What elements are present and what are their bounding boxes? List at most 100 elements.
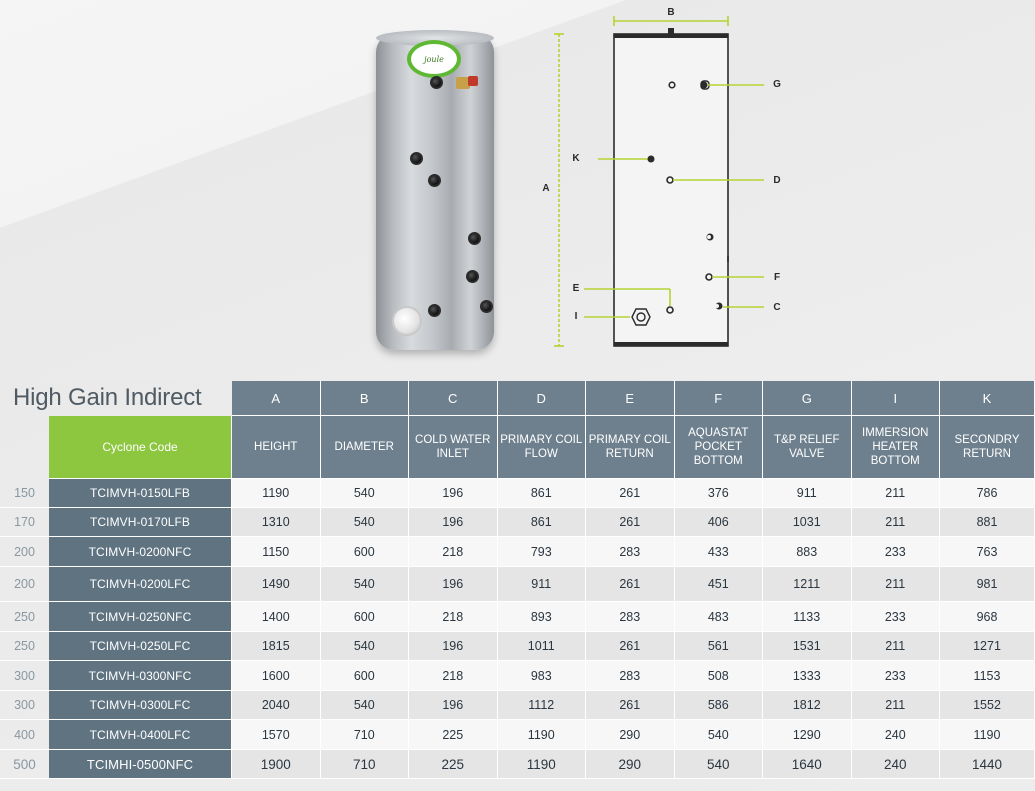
cell-a: 1190	[232, 479, 321, 508]
diagram-label-e: E	[572, 283, 580, 294]
row-cyclone-code: TCIMVH-0200LFC	[49, 567, 232, 602]
cell-b: 540	[320, 632, 409, 661]
cell-c: 225	[409, 720, 498, 750]
cylinder-top	[376, 30, 494, 46]
cell-c: 218	[409, 602, 498, 632]
cell-a: 2040	[232, 691, 321, 720]
cell-c: 196	[409, 508, 498, 537]
cell-a: 1900	[232, 750, 321, 779]
cell-f: 540	[674, 750, 763, 779]
cylinder-product-image: joule	[372, 28, 498, 354]
cell-d: 1190	[497, 720, 586, 750]
cell-i: 240	[851, 750, 940, 779]
fitting-aquastat-lower	[466, 270, 479, 283]
cell-k: 763	[940, 537, 1035, 567]
cell-k: 968	[940, 602, 1035, 632]
cell-d: 1011	[497, 632, 586, 661]
cell-e: 261	[586, 691, 675, 720]
dimension-diagram: B A G K D F E C I	[530, 0, 810, 360]
cell-f: 508	[674, 661, 763, 691]
cell-d: 1190	[497, 750, 586, 779]
row-size-label: 200	[0, 537, 49, 567]
cell-e: 261	[586, 632, 675, 661]
fitting-cold-inlet	[480, 300, 493, 313]
background-band	[0, 0, 1035, 380]
cell-i: 211	[851, 479, 940, 508]
cell-f: 483	[674, 602, 763, 632]
column-description-a: HEIGHT	[232, 416, 321, 479]
column-description-b: DIAMETER	[320, 416, 409, 479]
row-cyclone-code: TCIMVH-0250NFC	[49, 602, 232, 632]
diagram-label-k: K	[572, 153, 580, 164]
cell-g: 883	[763, 537, 852, 567]
cell-g: 1211	[763, 567, 852, 602]
column-letter-g: G	[763, 381, 852, 416]
cell-f: 406	[674, 508, 763, 537]
column-letter-k: K	[940, 381, 1035, 416]
column-description-c: COLD WATER INLET	[409, 416, 498, 479]
cell-i: 233	[851, 537, 940, 567]
cell-a: 1490	[232, 567, 321, 602]
cell-k: 1190	[940, 720, 1035, 750]
cell-c: 218	[409, 537, 498, 567]
cell-a: 1400	[232, 602, 321, 632]
column-description-i: IMMERSION HEATER BOTTOM	[851, 416, 940, 479]
row-cyclone-code: TCIMVH-0300NFC	[49, 661, 232, 691]
cell-k: 1440	[940, 750, 1035, 779]
diagram-label-b: B	[667, 7, 675, 18]
cell-d: 793	[497, 537, 586, 567]
cell-d: 861	[497, 508, 586, 537]
row-size-label: 250	[0, 602, 49, 632]
column-letter-d: D	[497, 381, 586, 416]
row-size-label: 300	[0, 691, 49, 720]
tp-relief-valve-cap	[468, 76, 478, 86]
cell-g: 1812	[763, 691, 852, 720]
cell-b: 540	[320, 567, 409, 602]
cell-k: 786	[940, 479, 1035, 508]
diagram-label-d: D	[773, 175, 781, 186]
cell-b: 600	[320, 602, 409, 632]
column-letter-f: F	[674, 381, 763, 416]
cell-e: 261	[586, 508, 675, 537]
cell-e: 283	[586, 537, 675, 567]
column-letter-b: B	[320, 381, 409, 416]
fitting-secondary-return	[410, 152, 423, 165]
cell-k: 981	[940, 567, 1035, 602]
cell-f: 540	[674, 720, 763, 750]
cell-k: 881	[940, 508, 1035, 537]
row-cyclone-code: TCIMVH-0300LFC	[49, 691, 232, 720]
diagram-label-i: I	[574, 311, 578, 322]
cell-b: 710	[320, 750, 409, 779]
cell-a: 1150	[232, 537, 321, 567]
cell-e: 261	[586, 567, 675, 602]
cell-b: 540	[320, 508, 409, 537]
cell-i: 233	[851, 602, 940, 632]
cell-g: 1333	[763, 661, 852, 691]
cell-a: 1570	[232, 720, 321, 750]
cell-b: 600	[320, 537, 409, 567]
tp-relief-valve	[456, 77, 470, 89]
column-description-d: PRIMARY COIL FLOW	[497, 416, 586, 479]
diagram-label-g: G	[773, 79, 781, 90]
column-letter-i: I	[851, 381, 940, 416]
row-size-label: 170	[0, 508, 49, 537]
row-cyclone-code: TCIMVH-0250LFC	[49, 632, 232, 661]
cell-f: 376	[674, 479, 763, 508]
cell-g: 1640	[763, 750, 852, 779]
row-size-label: 200	[0, 567, 49, 602]
cell-g: 1031	[763, 508, 852, 537]
cell-d: 983	[497, 661, 586, 691]
diagram-label-f: F	[773, 272, 781, 283]
cell-k: 1271	[940, 632, 1035, 661]
column-description-e: PRIMARY COIL RETURN	[586, 416, 675, 479]
brand-logo: joule	[407, 40, 461, 78]
